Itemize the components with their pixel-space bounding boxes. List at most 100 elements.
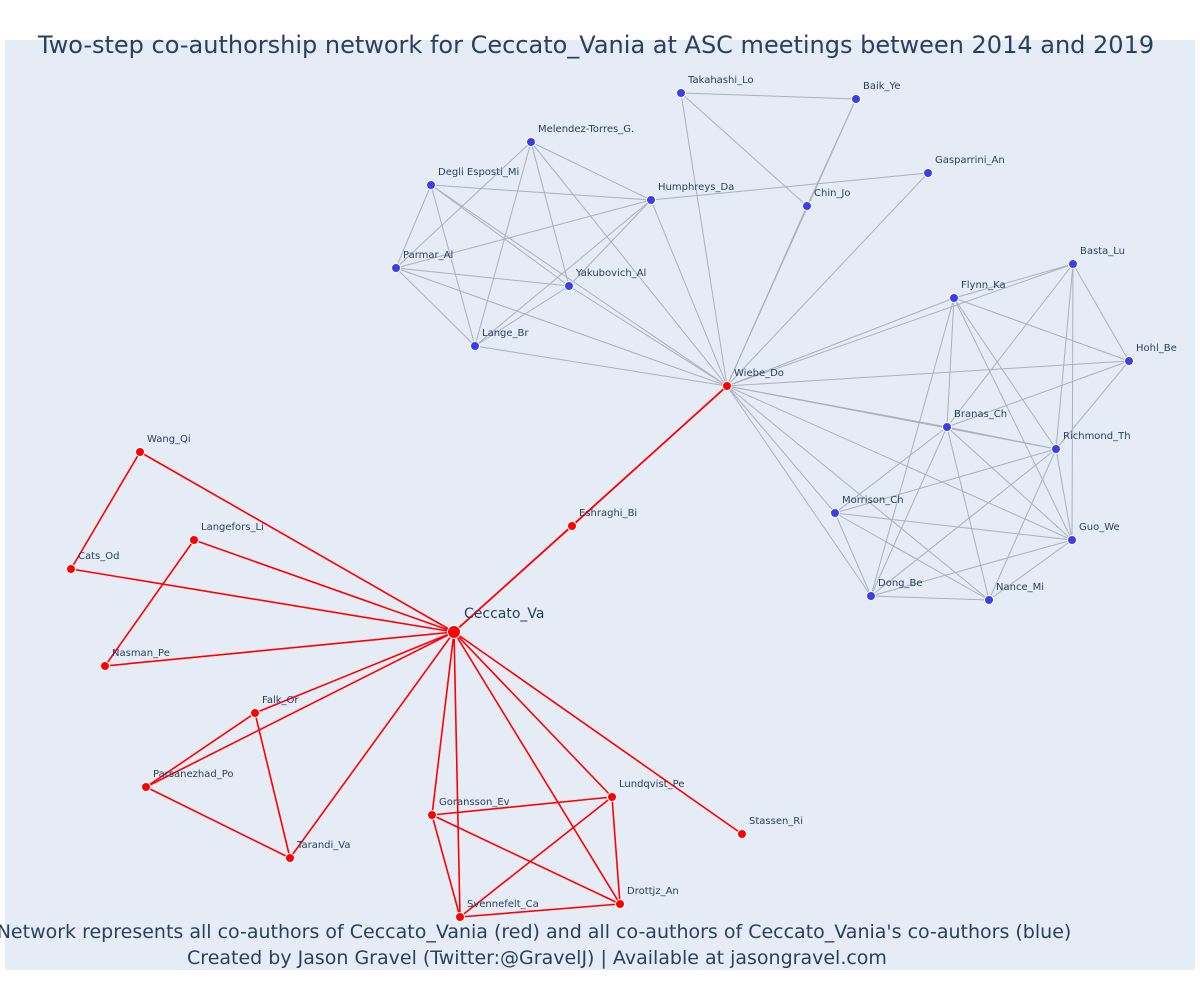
edge-basta-lu-hohl-be (1072, 263, 1130, 362)
edge-ceccato-va-tarandi-va (289, 631, 455, 859)
edge-wiebe-do-hohl-be (726, 360, 1130, 387)
edge-guo-we-nance-mi (988, 539, 1073, 601)
edge-yakubovich-al-lange-br (474, 285, 570, 347)
edge-flynn-ka-branas-ch (946, 297, 955, 428)
node-label-cats-od: Cats_Od (78, 551, 119, 562)
edge-degli-esposti-mi-wiebe-do (430, 184, 728, 387)
node-label-dong-be: Dong_Be (878, 578, 923, 589)
node-tarandi-va[interactable] (285, 853, 295, 863)
node-label-stassen-ri: Stassen_Ri (749, 816, 803, 827)
edge-lundqvist-pe-svennefelt-ca (459, 796, 613, 918)
node-wiebe-do[interactable] (722, 381, 732, 391)
node-falk-or[interactable] (250, 708, 260, 718)
node-lange-br[interactable] (470, 341, 480, 351)
edge-wiebe-do-morrison-ch (726, 385, 836, 514)
edge-basta-lu-flynn-ka (953, 263, 1074, 299)
node-chin-jo[interactable] (802, 201, 812, 211)
edge-goransson-ev-drottjz-an (431, 814, 621, 905)
edge-ceccato-va-wang-qi (139, 451, 455, 633)
edge-branas-ch-richmond-th (946, 426, 1057, 450)
edge-basta-lu-branas-ch (946, 263, 1074, 428)
node-label-morrison-ch: Morrison_Ch (842, 495, 904, 506)
node-morrison-ch[interactable] (830, 508, 840, 518)
edge-richmond-th-dong-be (870, 448, 1057, 597)
node-cats-od[interactable] (66, 564, 76, 574)
node-label-basta-lu: Basta_Lu (1080, 246, 1125, 257)
edge-morrison-ch-guo-we (834, 512, 1073, 541)
node-flynn-ka[interactable] (949, 293, 959, 303)
edge-melendez-torres-g-humphreys-da (530, 141, 652, 201)
edge-richmond-th-nance-mi (988, 448, 1057, 601)
node-label-falk-or: Falk_Or (262, 695, 299, 706)
node-label-nance-mi: Nance_Mi (996, 582, 1044, 593)
edge-hohl-be-richmond-th (1055, 360, 1130, 450)
node-takahashi-lo[interactable] (676, 88, 686, 98)
node-label-richmond-th: Richmond_Th (1063, 431, 1131, 442)
node-label-flynn-ka: Flynn_Ka (961, 280, 1006, 291)
edge-falk-or-tarandi-va (254, 712, 291, 859)
node-label-yakubovich-al: Yakubovich_Al (575, 268, 646, 279)
node-label-branas-ch: Branas_Ch (954, 409, 1007, 420)
edge-humphreys-da-wiebe-do (650, 199, 728, 387)
edge-flynn-ka-hohl-be (953, 297, 1130, 362)
node-basta-lu[interactable] (1068, 259, 1078, 269)
node-humphreys-da[interactable] (646, 195, 656, 205)
node-svennefelt-ca[interactable] (455, 912, 465, 922)
edge-langefors-li-nasman-pe (104, 539, 195, 667)
node-stassen-ri[interactable] (737, 829, 747, 839)
edge-melendez-torres-g-wiebe-do (530, 141, 728, 387)
edge-falk-or-parsanezhad-po (145, 712, 256, 788)
node-langefors-li[interactable] (189, 535, 199, 545)
edge-lange-br-wiebe-do (474, 345, 728, 387)
node-hohl-be[interactable] (1124, 356, 1134, 366)
node-nance-mi[interactable] (984, 595, 994, 605)
edge-melendez-torres-g-parmar-al (395, 141, 532, 269)
node-label-svennefelt-ca: Svennefelt_Ca (467, 899, 539, 910)
node-label-lange-br: Lange_Br (482, 328, 529, 339)
edge-parmar-al-yakubovich-al (395, 267, 570, 287)
node-melendez-torres-g[interactable] (526, 137, 536, 147)
edge-layer-blue (395, 92, 1130, 601)
node-wang-qi[interactable] (135, 447, 145, 457)
node-gasparrini-an[interactable] (923, 168, 933, 178)
edge-hohl-be-branas-ch (946, 360, 1130, 428)
edge-branas-ch-guo-we (946, 426, 1073, 541)
node-lundqvist-pe[interactable] (607, 792, 617, 802)
node-label-eshraghi-bi: Eshraghi_Bi (579, 508, 637, 519)
edge-richmond-th-morrison-ch (834, 448, 1057, 514)
node-label-hohl-be: Hohl_Be (1136, 343, 1177, 354)
edge-ceccato-va-stassen-ri (453, 631, 743, 835)
node-label-humphreys-da: Humphreys_Da (658, 182, 734, 193)
node-guo-we[interactable] (1067, 535, 1077, 545)
node-dong-be[interactable] (866, 591, 876, 601)
edge-takahashi-lo-wiebe-do (680, 92, 728, 387)
edge-wiebe-do-richmond-th (726, 385, 1057, 450)
node-goransson-ev[interactable] (427, 810, 437, 820)
edge-takahashi-lo-baik-ye (680, 92, 857, 100)
node-label-goransson-ev: Goransson_Ev (439, 797, 510, 808)
node-parmar-al[interactable] (391, 263, 401, 273)
node-richmond-th[interactable] (1051, 444, 1061, 454)
node-degli-esposti-mi[interactable] (426, 180, 436, 190)
edge-morrison-ch-dong-be (834, 512, 872, 597)
edge-wiebe-do-flynn-ka (726, 297, 955, 387)
node-ceccato-va[interactable] (447, 625, 461, 639)
edge-wiebe-do-dong-be (726, 385, 872, 597)
node-label-nasman-pe: Nasman_Pe (112, 648, 170, 659)
node-drottjz-an[interactable] (615, 899, 625, 909)
edge-ceccato-va-langefors-li (193, 539, 455, 633)
node-yakubovich-al[interactable] (564, 281, 574, 291)
edge-ceccato-va-svennefelt-ca (453, 631, 461, 918)
node-parsanezhad-po[interactable] (141, 782, 151, 792)
node-label-parmar-al: Parmar_Al (403, 250, 453, 261)
edge-branas-ch-dong-be (870, 426, 948, 597)
node-label-degli-esposti-mi: Degli Esposti_Mi (438, 167, 519, 178)
node-eshraghi-bi[interactable] (567, 521, 577, 531)
caption-line-1: Network represents all co-authors of Cec… (0, 921, 1071, 943)
edge-gasparrini-an-wiebe-do (726, 172, 929, 387)
node-baik-ye[interactable] (851, 94, 861, 104)
node-nasman-pe[interactable] (100, 661, 110, 671)
node-branas-ch[interactable] (942, 422, 952, 432)
node-label-wiebe-do: Wiebe_Do (734, 368, 784, 379)
